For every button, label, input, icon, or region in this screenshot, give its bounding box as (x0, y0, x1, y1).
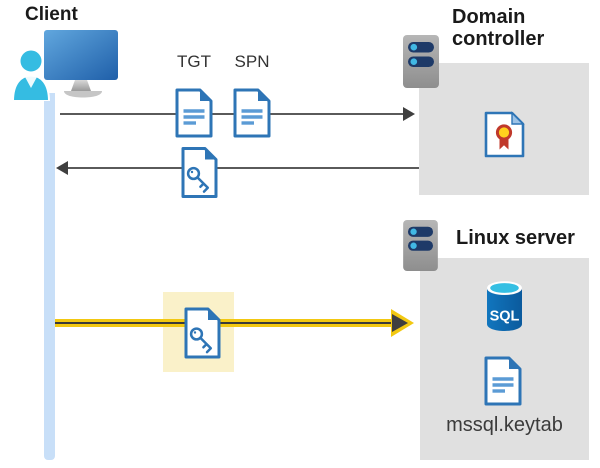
client-to-dc-arrowhead-icon (403, 107, 415, 121)
monitor (44, 30, 118, 80)
linux-server-label: Linux server (456, 227, 575, 249)
monitor-base (64, 91, 102, 98)
keytab-file-label: mssql.keytab (446, 414, 563, 436)
sql-database-icon: SQL (487, 281, 522, 331)
linux-server-icon (402, 219, 439, 272)
client-to-dc-line (60, 113, 405, 115)
person-head (18, 48, 44, 74)
domain-controller-server-icon (402, 34, 440, 89)
service-ticket-key-document-icon (184, 307, 221, 359)
client-to-linux-arrow-core (55, 322, 392, 324)
person-body (12, 74, 51, 101)
domain-controller-label: Domain controller (452, 6, 545, 51)
monitor-stand (71, 80, 91, 91)
certificate-icon (484, 111, 525, 158)
sql-cylinder-top (490, 283, 519, 293)
person-collar (24, 76, 38, 88)
dc-to-client-arrowhead-icon (56, 161, 68, 175)
client-timeline (44, 93, 55, 460)
spn-document-icon (233, 88, 271, 138)
client-label: Client (25, 4, 78, 25)
client-to-linux-arrowhead-inner-icon (392, 314, 408, 332)
keytab-document-icon (483, 356, 523, 406)
spn-label: SPN (234, 52, 270, 71)
tgt-label: TGT (177, 52, 211, 71)
dc-to-client-line (66, 167, 419, 169)
user-workstation-icon (12, 30, 118, 101)
sql-badge-text: SQL (490, 309, 520, 325)
sql-cylinder-body (487, 288, 522, 331)
ticket-key-document-icon (181, 146, 218, 199)
tgt-document-icon (175, 88, 213, 138)
